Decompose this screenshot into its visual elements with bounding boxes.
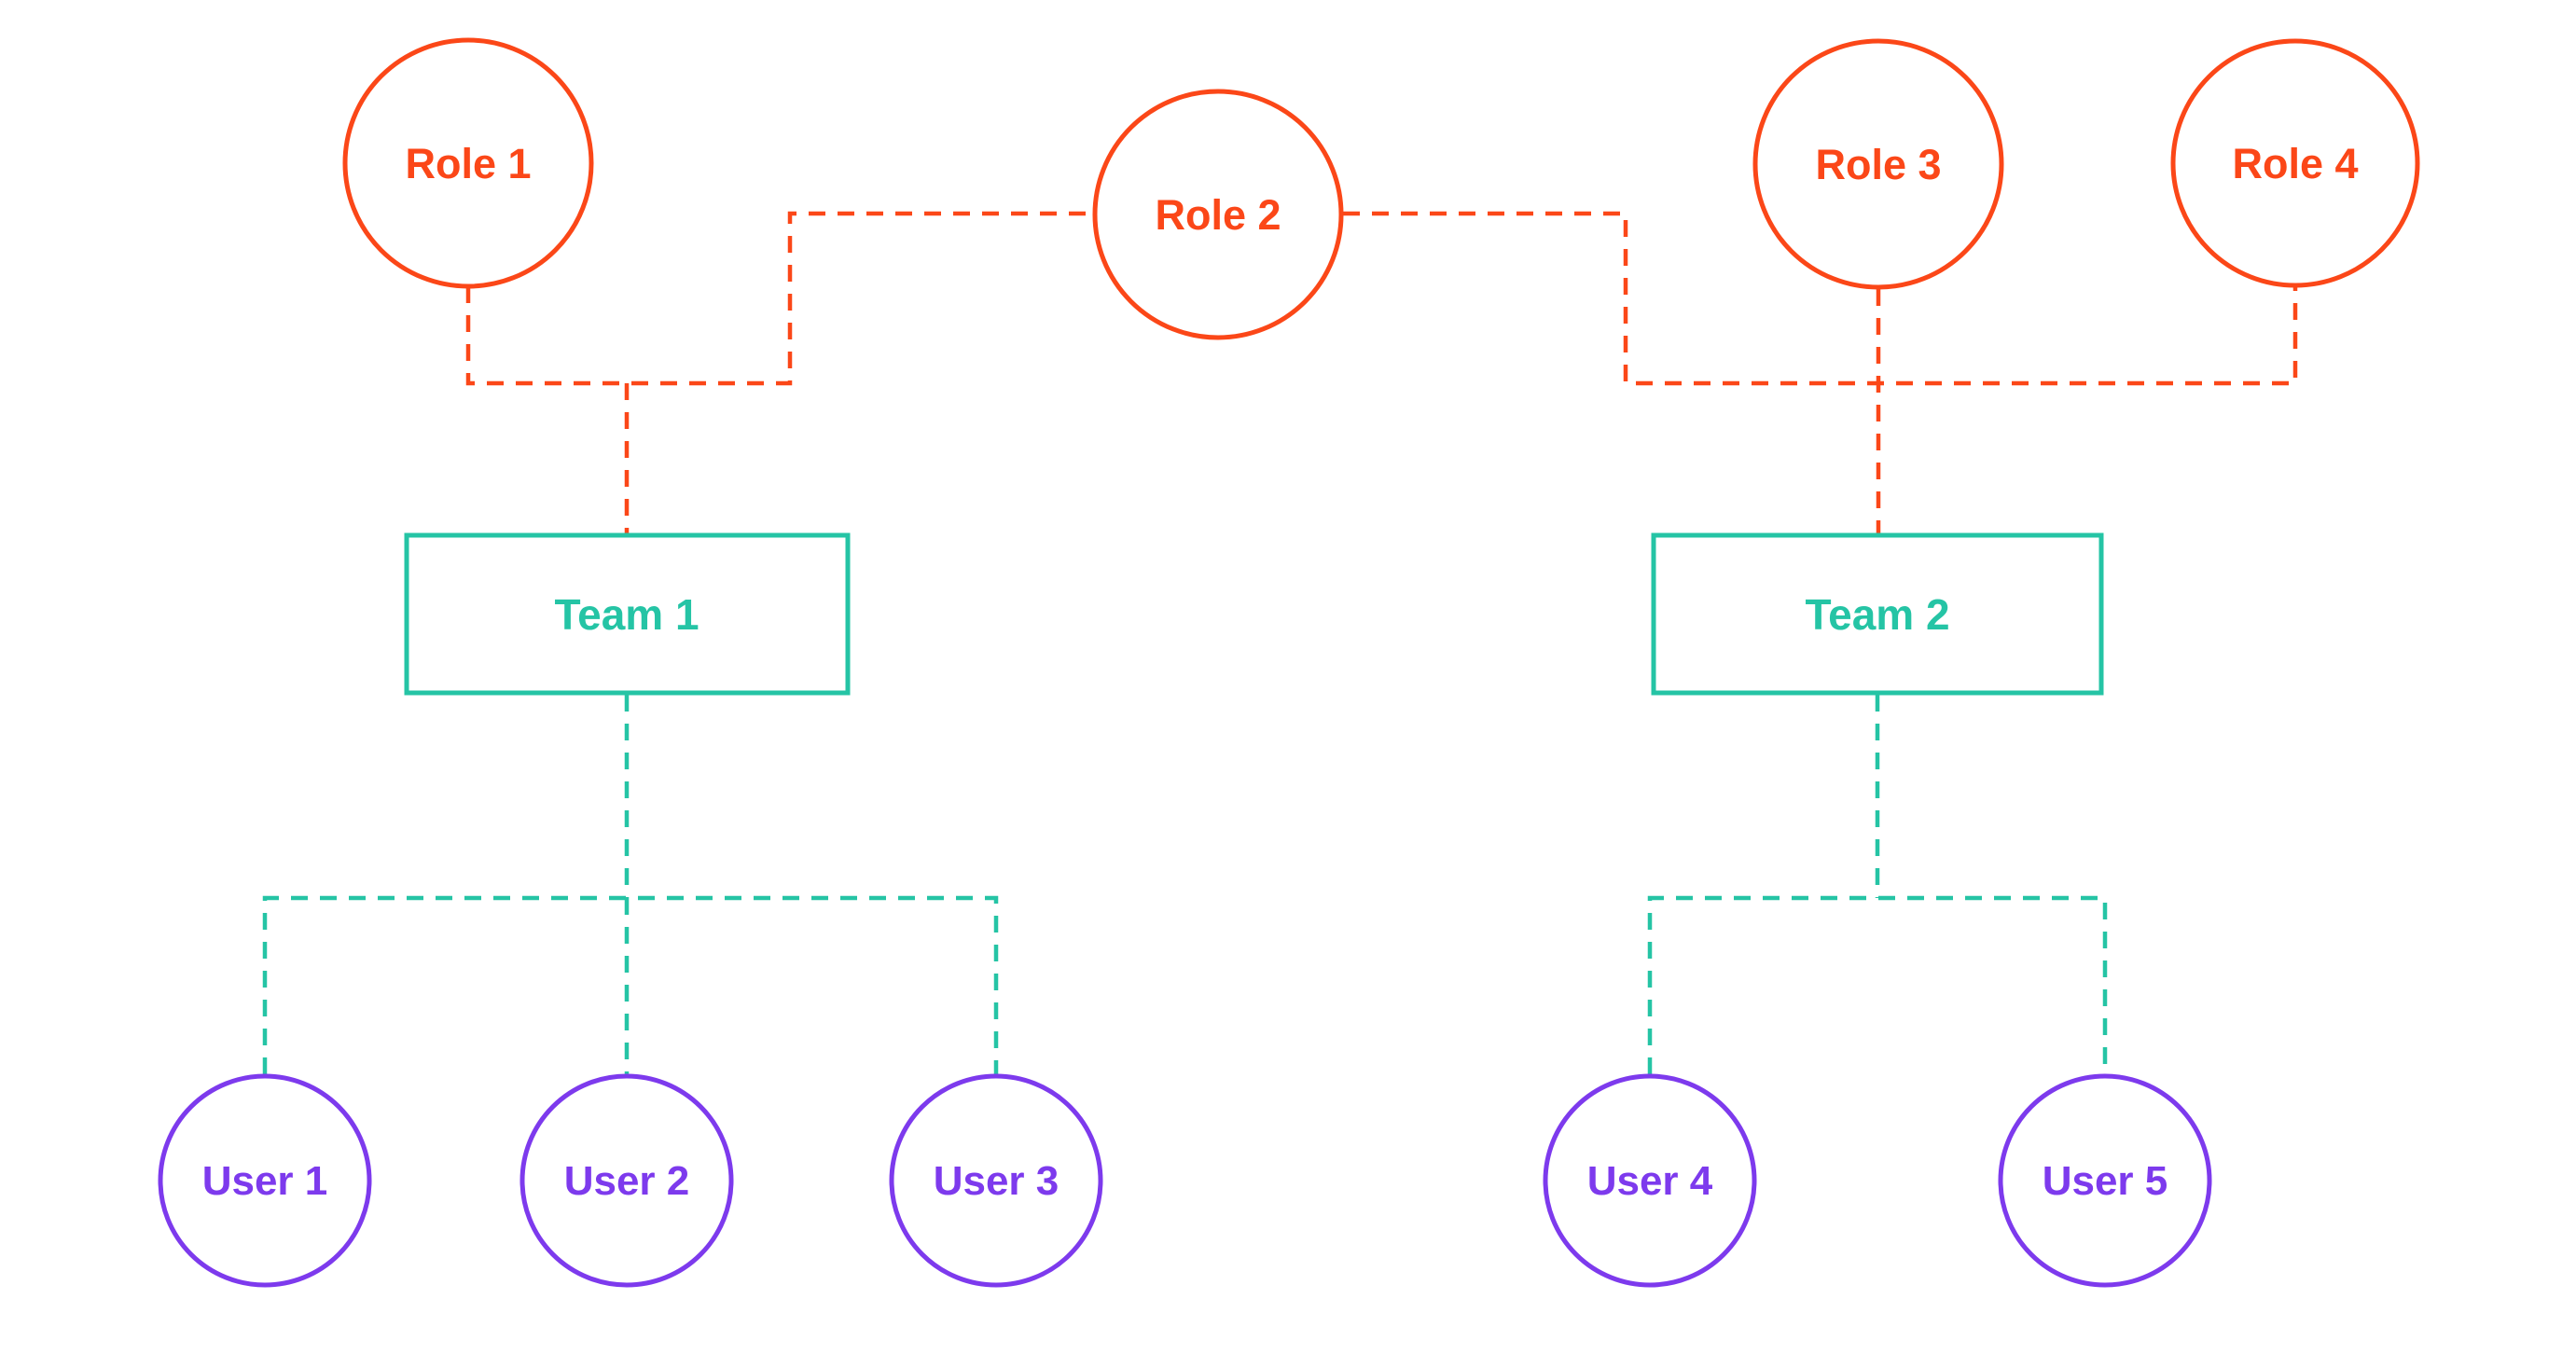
user-2-label: User 2 — [564, 1158, 690, 1204]
user-2-circle — [519, 1073, 734, 1288]
team-2-box — [1651, 532, 2104, 696]
team-1-box — [404, 532, 851, 696]
role-3-label: Role 3 — [1815, 141, 1941, 188]
edge-role2-role4-team2-bus — [1343, 211, 2298, 386]
user-5-label: User 5 — [2043, 1158, 2168, 1204]
team-2-label: Team 2 — [1805, 590, 1949, 639]
role-1-node: Role 1 — [342, 37, 594, 289]
user-5-circle — [1998, 1073, 2212, 1288]
user-4-node: User 4 — [1543, 1073, 1757, 1288]
role-4-circle — [2170, 38, 2420, 288]
edge-role1-role2-team1-bus — [465, 211, 1093, 386]
role-4-label: Role 4 — [2232, 140, 2358, 187]
role-4-node: Role 4 — [2170, 38, 2420, 288]
team-2-node: Team 2 — [1651, 532, 2104, 696]
user-3-circle — [889, 1073, 1103, 1288]
user-4-circle — [1543, 1073, 1757, 1288]
role-1-label: Role 1 — [405, 140, 531, 187]
edge-team2-user4-user5 — [1647, 895, 2108, 1074]
role-1-circle — [342, 37, 594, 289]
edge-team1-user1-user3 — [262, 895, 999, 1074]
role-edges — [465, 211, 2298, 533]
user-5-node: User 5 — [1998, 1073, 2212, 1288]
role-2-label: Role 2 — [1155, 191, 1281, 239]
team-1-node: Team 1 — [404, 532, 851, 696]
user-1-label: User 1 — [202, 1158, 328, 1204]
role-2-circle — [1092, 89, 1344, 340]
role-2-node: Role 2 — [1092, 89, 1344, 340]
user-4-label: User 4 — [1587, 1158, 1713, 1204]
role-3-circle — [1752, 38, 2004, 290]
user-2-node: User 2 — [519, 1073, 734, 1288]
team-edges — [262, 695, 2108, 1074]
team-1-label: Team 1 — [554, 590, 699, 639]
user-3-node: User 3 — [889, 1073, 1103, 1288]
user-3-label: User 3 — [934, 1158, 1059, 1204]
user-1-node: User 1 — [158, 1073, 372, 1288]
user-1-circle — [158, 1073, 372, 1288]
role-3-node: Role 3 — [1752, 38, 2004, 290]
